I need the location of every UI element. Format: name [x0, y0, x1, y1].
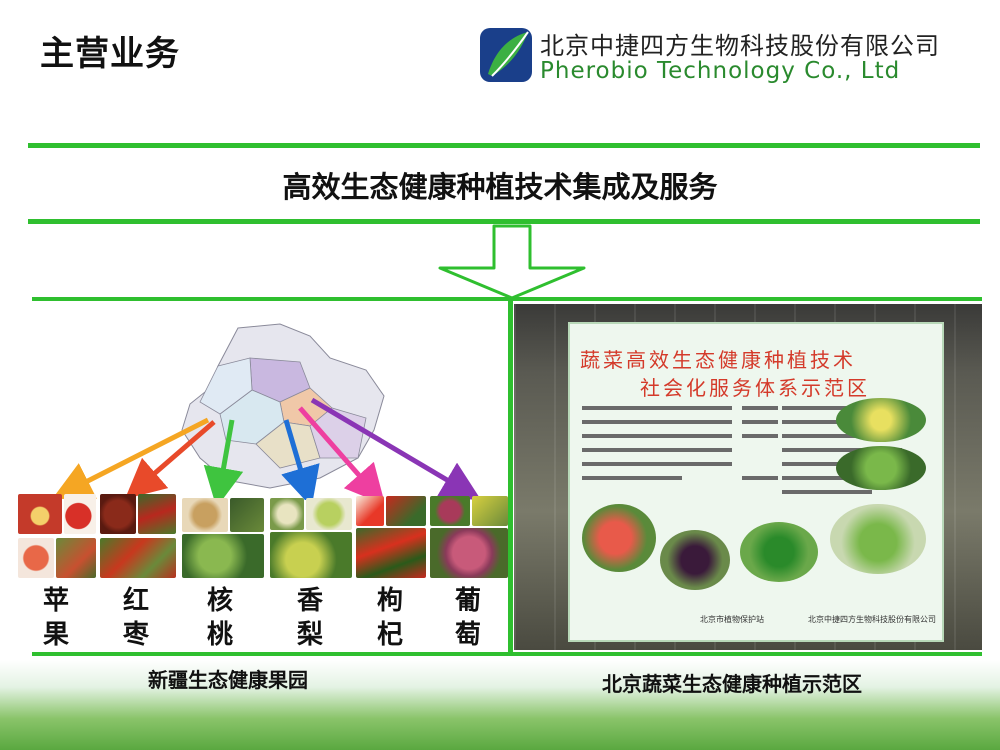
sign-photo-2 [836, 446, 926, 490]
sign-photo-tomato [582, 504, 656, 572]
divider-bottom [32, 652, 982, 656]
sign-footer-right: 北京中捷四方生物科技股份有限公司 [808, 615, 936, 624]
fruit-label-goji: 枸杞 [376, 586, 403, 650]
sign-footer-left: 北京市植物保护站 [700, 615, 764, 624]
sign-photo-eggplant [660, 530, 730, 590]
fruit-label-walnut: 核桃 [206, 586, 233, 650]
sign-photo-1 [836, 398, 926, 442]
grass-background [0, 660, 1000, 750]
sign-photo-pepper [740, 522, 818, 582]
page-title: 主营业务 [40, 34, 180, 74]
divider-lower [32, 297, 982, 301]
sign-photo-greenhouse [830, 504, 926, 574]
fruit-label-apple: 苹果 [42, 586, 69, 650]
panel-separator [508, 300, 513, 654]
company-name-cn: 北京中捷四方生物科技股份有限公司 [540, 32, 940, 60]
sign-title-2: 社会化服务体系示范区 [640, 376, 870, 400]
region-arrows [52, 397, 482, 500]
caption-xinjiang-orchard: 新疆生态健康果园 [148, 668, 308, 692]
divider-middle [28, 219, 980, 224]
divider-top [28, 143, 980, 148]
company-name-en: Pherobio Technology Co., Ltd [540, 58, 901, 84]
caption-beijing-vegetable-area: 北京蔬菜生态健康种植示范区 [602, 672, 862, 696]
fruit-label-jujube: 红枣 [122, 586, 149, 650]
company-logo [480, 28, 532, 82]
fruit-label-grape: 葡萄 [454, 586, 481, 650]
headline: 高效生态健康种植技术集成及服务 [282, 170, 718, 204]
down-arrow-icon [438, 224, 586, 300]
fruit-label-pear: 香梨 [296, 586, 323, 650]
sign-title-1: 蔬菜高效生态健康种植技术 [580, 348, 856, 372]
